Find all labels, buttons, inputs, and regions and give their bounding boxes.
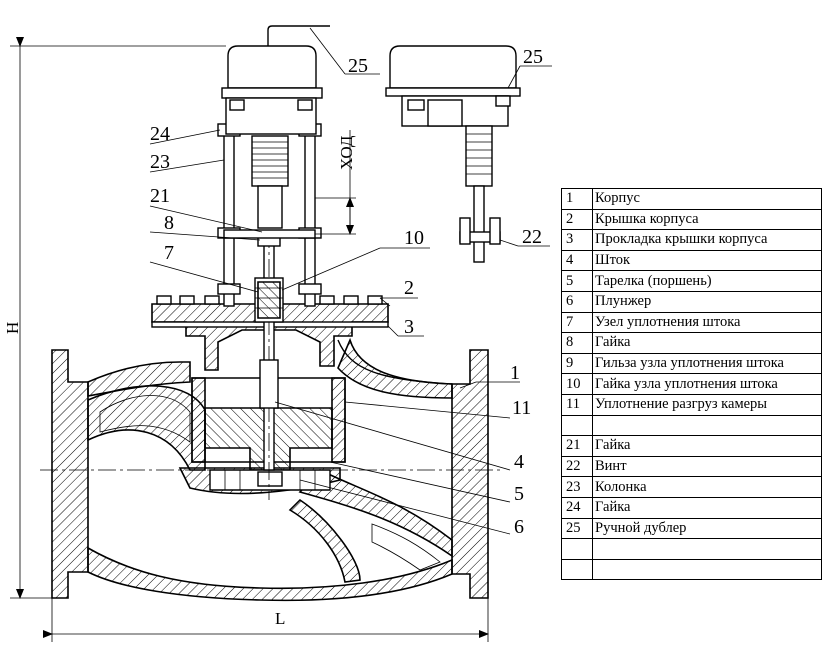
dimension-height: H [3, 37, 226, 599]
part-name: Корпус [592, 188, 822, 210]
part-number: 1 [561, 188, 593, 210]
part-number: 4 [561, 249, 593, 272]
callout-25: 25 [348, 55, 368, 77]
part-name: Узел уплотнения штока [592, 311, 822, 334]
part-name: Плунжер [592, 290, 822, 313]
part-name: Шток [592, 249, 822, 272]
dimension-length: L [43, 598, 489, 642]
callout-24: 24 [150, 123, 170, 145]
part-number: 9 [561, 352, 593, 375]
part-number: 10 [561, 373, 593, 395]
callout-6: 6 [514, 516, 524, 538]
callout-2: 2 [404, 277, 414, 299]
callout-4: 4 [514, 451, 524, 473]
part-name [592, 558, 822, 581]
part-number: 6 [561, 290, 593, 313]
callout-22: 22 [522, 226, 542, 248]
valve-body [40, 337, 500, 602]
part-number: 11 [561, 393, 593, 416]
callout-7: 7 [164, 242, 174, 264]
callout-25-side: 25 [523, 46, 543, 68]
parts-row [561, 414, 822, 437]
part-name: Гайка [592, 332, 822, 354]
callout-10: 10 [404, 227, 424, 249]
part-number: 8 [561, 332, 593, 354]
part-name: Гильза узла уплотнения штока [592, 352, 822, 375]
callout-8: 8 [164, 212, 174, 234]
part-number: 5 [561, 270, 593, 292]
dimension-stroke-label: ХОД [337, 135, 356, 170]
part-number [561, 558, 593, 581]
part-name [592, 414, 822, 437]
part-name: Гайка [592, 435, 822, 457]
callout-1: 1 [510, 362, 520, 384]
part-name: Колонка [592, 476, 822, 498]
part-name: Гайка [592, 496, 822, 519]
callout-3: 3 [404, 316, 414, 338]
part-number: 25 [561, 517, 593, 540]
side-view-actuator [385, 45, 521, 263]
part-number: 21 [561, 435, 593, 457]
callout-5: 5 [514, 483, 524, 505]
part-name: Гайка узла уплотнения штока [592, 373, 822, 395]
part-number [561, 414, 593, 437]
part-name: Крышка корпуса [592, 208, 822, 231]
part-number: 23 [561, 476, 593, 498]
dimension-stroke: ХОД [315, 130, 356, 235]
dimension-l-label: L [275, 609, 285, 628]
part-name: Уплотнение разгруз камеры [592, 393, 822, 416]
parts-row [561, 558, 822, 581]
part-name [592, 538, 822, 560]
dimension-h-label: H [3, 322, 22, 334]
part-number: 2 [561, 208, 593, 231]
bonnet-bolts [156, 295, 383, 305]
part-number [561, 538, 593, 560]
part-number: 24 [561, 496, 593, 519]
actuator-housing [221, 25, 330, 135]
part-number: 3 [561, 229, 593, 251]
part-number: 22 [561, 455, 593, 478]
part-name: Тарелка (поршень) [592, 270, 822, 292]
yoke-columns [217, 123, 322, 307]
callout-21: 21 [150, 185, 170, 207]
parts-row [561, 538, 822, 560]
callout-23: 23 [150, 151, 170, 173]
leader-lines [149, 27, 552, 535]
part-name: Ручной дублер [592, 517, 822, 540]
part-number: 7 [561, 311, 593, 334]
callout-11: 11 [512, 397, 531, 419]
part-name: Винт [592, 455, 822, 478]
callout-numbers: 25 25 24 23 21 8 7 10 2 3 1 11 4 5 6 22 [150, 46, 543, 538]
actuator-bellows [251, 135, 289, 229]
part-name: Прокладка крышки корпуса [592, 229, 822, 251]
